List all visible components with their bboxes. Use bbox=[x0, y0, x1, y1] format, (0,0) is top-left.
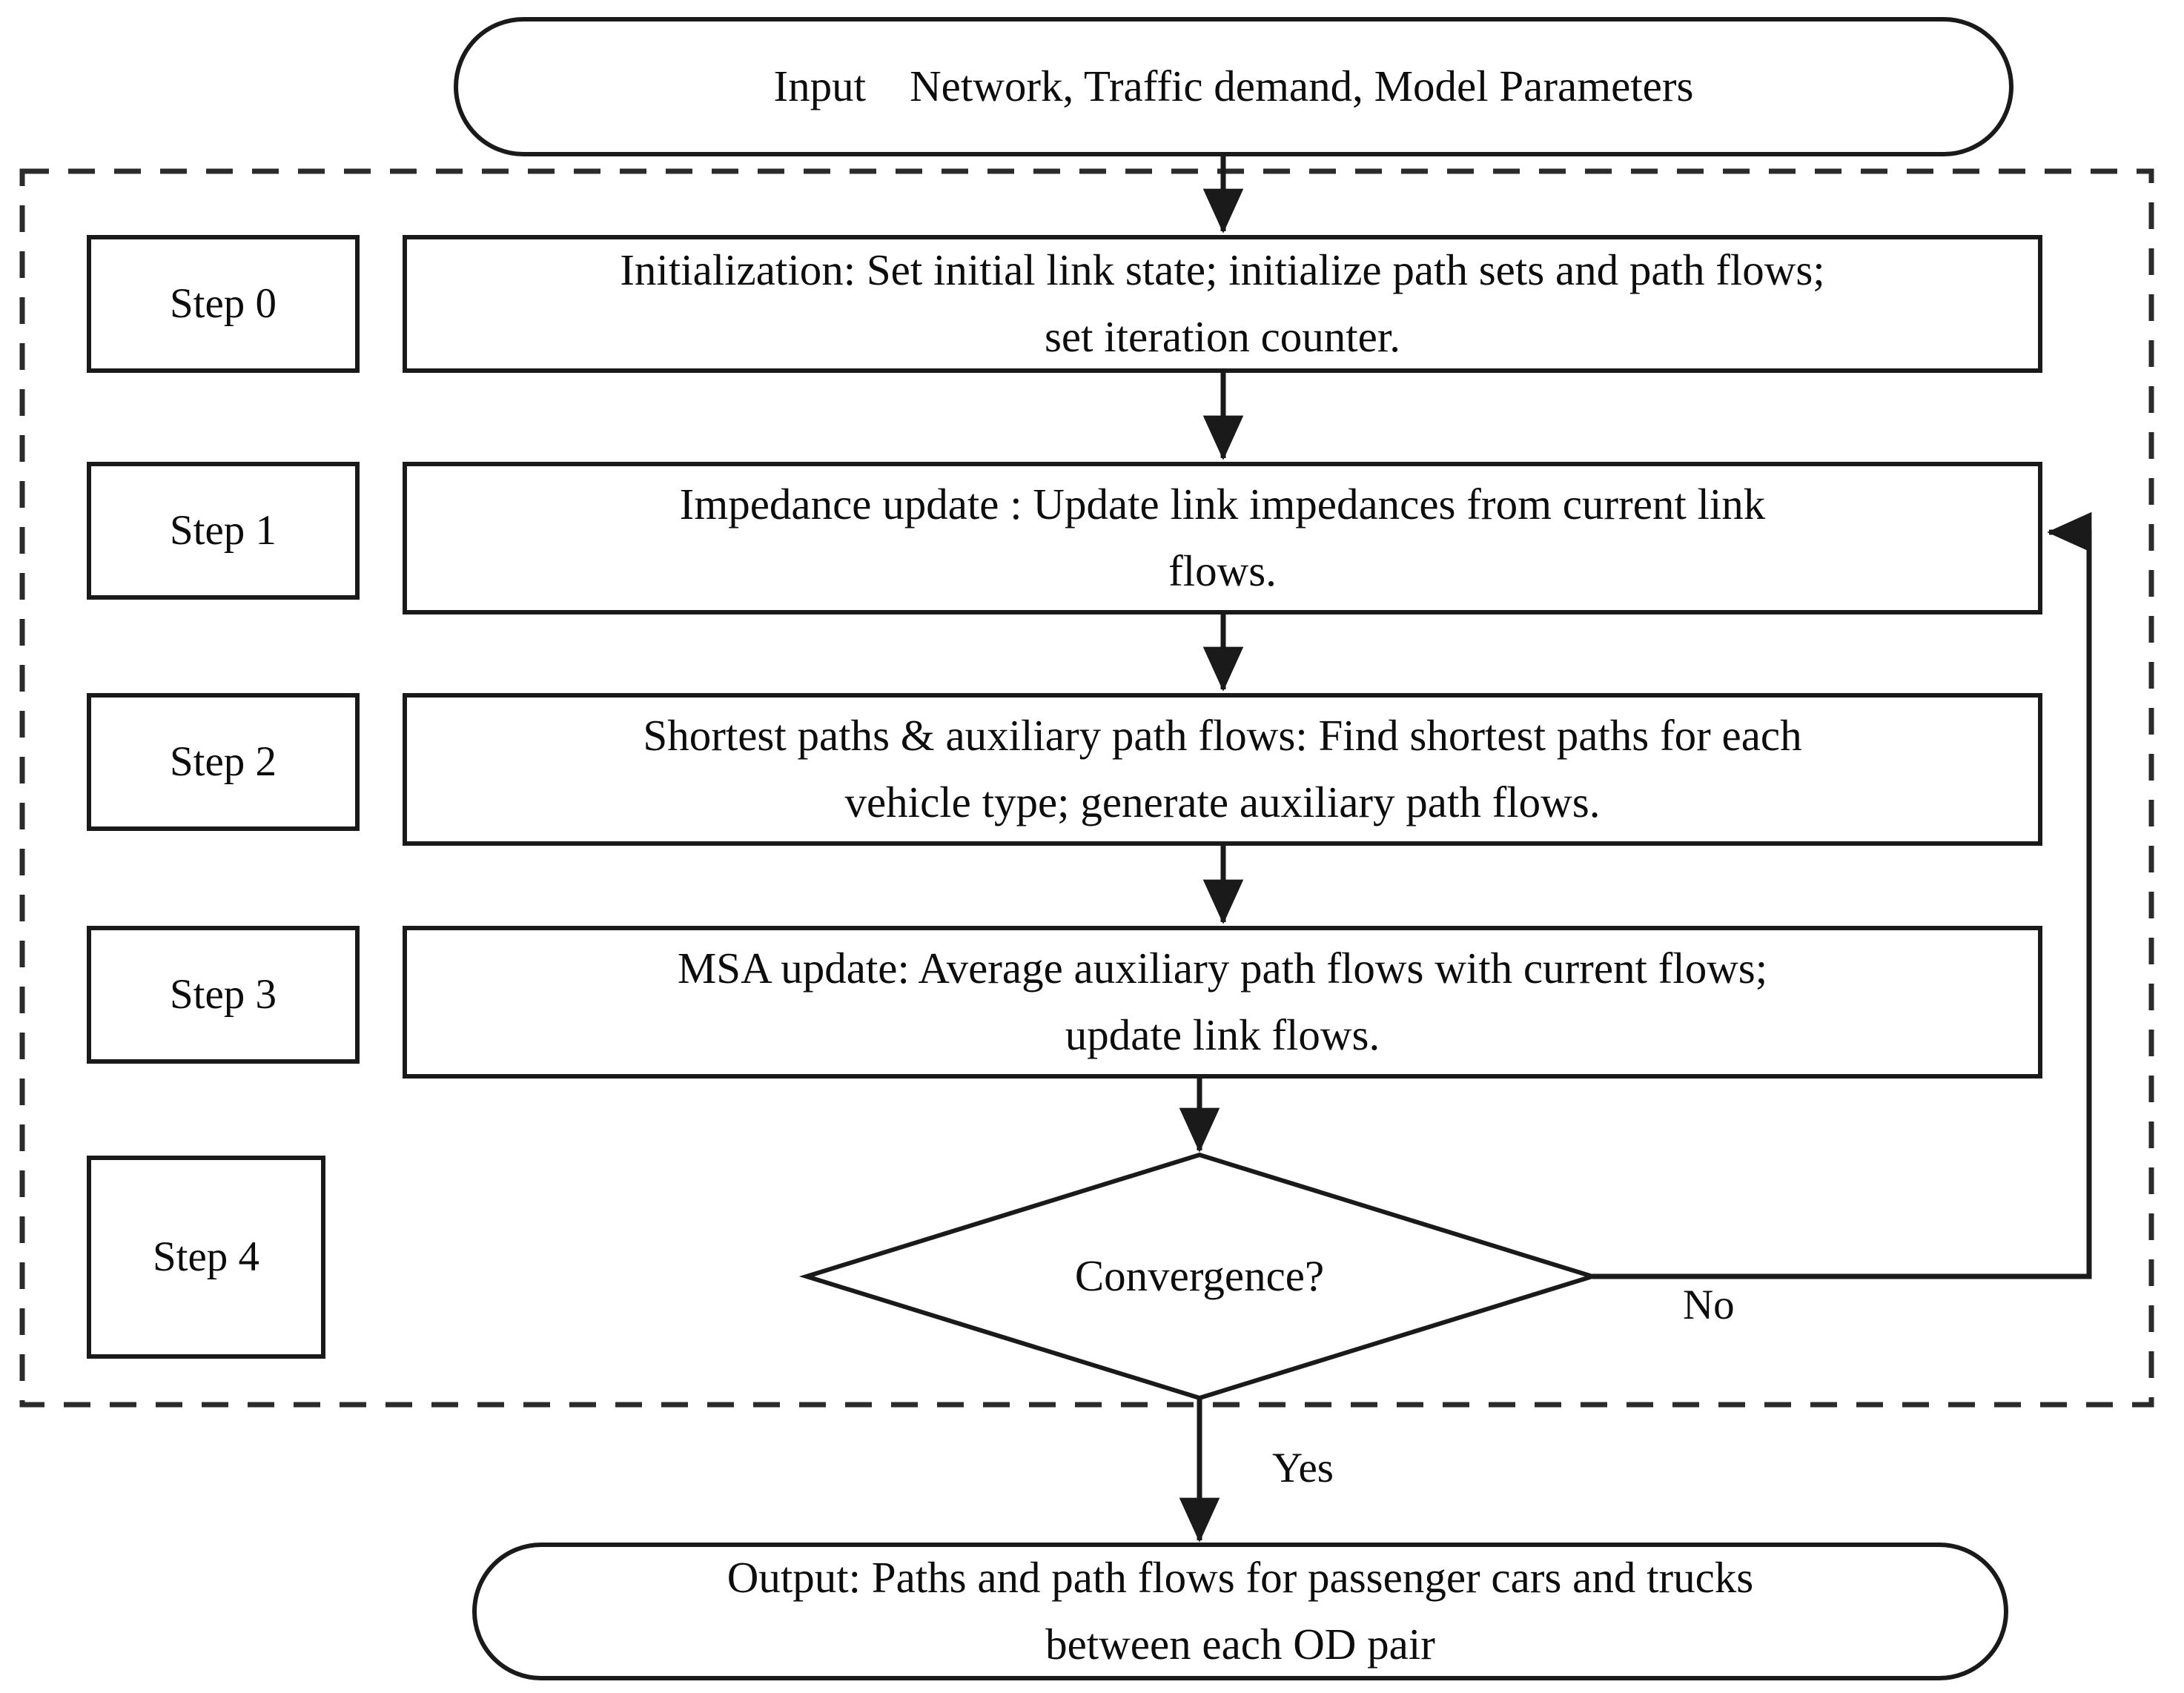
convergence-decision-node[interactable] bbox=[955, 1202, 1444, 1351]
step-1-index-box bbox=[87, 462, 360, 600]
iteration-loop-boundary bbox=[19, 168, 2154, 1408]
step-0-index-node[interactable] bbox=[89, 237, 357, 371]
step-0-process-node[interactable] bbox=[405, 237, 2040, 371]
step-4-index-box bbox=[87, 1156, 325, 1359]
step-2-index-node[interactable] bbox=[89, 695, 357, 829]
step-3-index-node[interactable] bbox=[89, 928, 357, 1061]
step-3-index-box bbox=[87, 926, 360, 1064]
step-3-process-box bbox=[403, 926, 2042, 1079]
step-3-process-node[interactable] bbox=[405, 928, 2040, 1076]
step-1-process-node[interactable] bbox=[405, 464, 2040, 612]
step-0-process-box bbox=[403, 235, 2042, 373]
step-2-process-node[interactable] bbox=[405, 695, 2040, 844]
output-terminal-shape bbox=[472, 1543, 2008, 1680]
step-4-index-node[interactable] bbox=[89, 1158, 323, 1356]
output-terminal-node[interactable] bbox=[474, 1545, 2006, 1678]
input-terminal-node[interactable] bbox=[456, 19, 2011, 154]
step-2-index-box bbox=[87, 693, 360, 831]
step-2-process-box bbox=[403, 693, 2042, 846]
input-terminal-shape bbox=[454, 17, 2013, 156]
step-1-process-box bbox=[403, 462, 2042, 614]
step-0-index-box bbox=[87, 235, 360, 373]
edge-feedback-no-loop bbox=[1592, 511, 2092, 1279]
step-1-index-node[interactable] bbox=[89, 464, 357, 597]
